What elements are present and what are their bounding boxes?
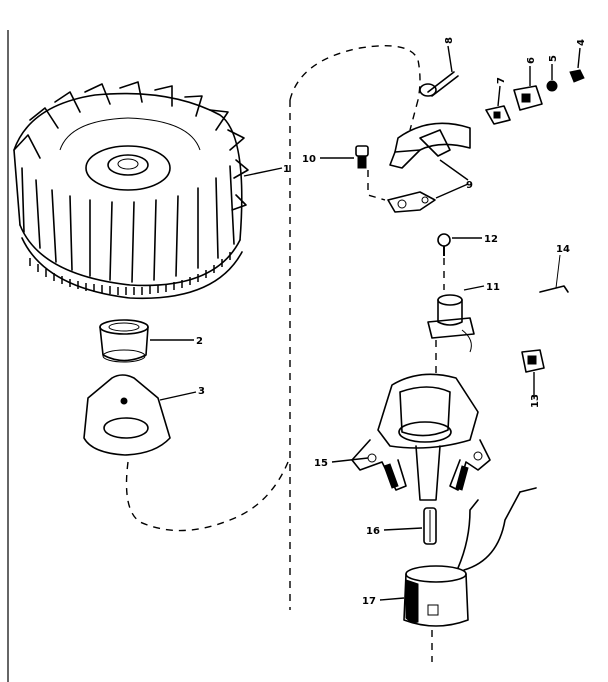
screw-8-part [419,71,459,97]
leader-line-4 [577,47,581,69]
assembly-path-left [125,461,289,532]
part-label-10: 10 [302,154,316,165]
leader-line-15 [331,457,369,463]
coil-17-part [403,487,537,627]
leader-line-3 [159,391,197,401]
assembly-path-top [289,45,421,101]
leader-line-7 [497,85,501,107]
part-label-8: 8 [444,37,455,44]
part-label-14: 14 [556,244,570,255]
part-label-12: 12 [484,234,498,245]
flywheel-part [13,81,249,300]
leader-line-11 [463,285,485,291]
part-label-7: 7 [496,77,507,84]
part-label-9: 9 [466,180,473,191]
cover-13-part [521,349,545,373]
part-label-15: 15 [314,458,328,469]
nut-4-part [569,69,585,83]
leader-line-9b [435,183,469,199]
arm-9-part [387,191,436,213]
leader-line-1 [243,167,283,177]
assembly-path-bracket [367,170,386,201]
part-label-16: 16 [366,526,380,537]
clip-14-part [539,254,569,293]
housing-15-part [351,373,491,501]
bracket-9-part [389,122,471,169]
key-plate-part [83,374,171,456]
part-label-11: 11 [486,282,500,293]
part-label-17: 17 [362,596,376,607]
part-label-6: 6 [526,57,537,64]
pin-16-part [423,507,437,545]
plate-7-part [485,105,511,125]
part-label-3: 3 [198,386,205,397]
part-label-1: 1 [283,164,290,175]
leader-line-16 [383,527,423,531]
leader-line-9a [439,159,469,181]
bushing-part [99,319,149,363]
part-label-4: 4 [576,39,587,46]
screw-10-part [355,145,369,169]
part-label-2: 2 [196,336,203,347]
assembly-path-screw [409,99,419,131]
leader-line-17 [379,597,405,601]
part-label-13: 13 [530,394,541,408]
condenser-11-part [427,294,475,353]
part-label-5: 5 [548,55,559,62]
screw-12-part [437,233,451,256]
point-set-6-part [513,85,543,111]
nut-5-part [546,80,558,92]
leader-line-8 [447,45,453,73]
